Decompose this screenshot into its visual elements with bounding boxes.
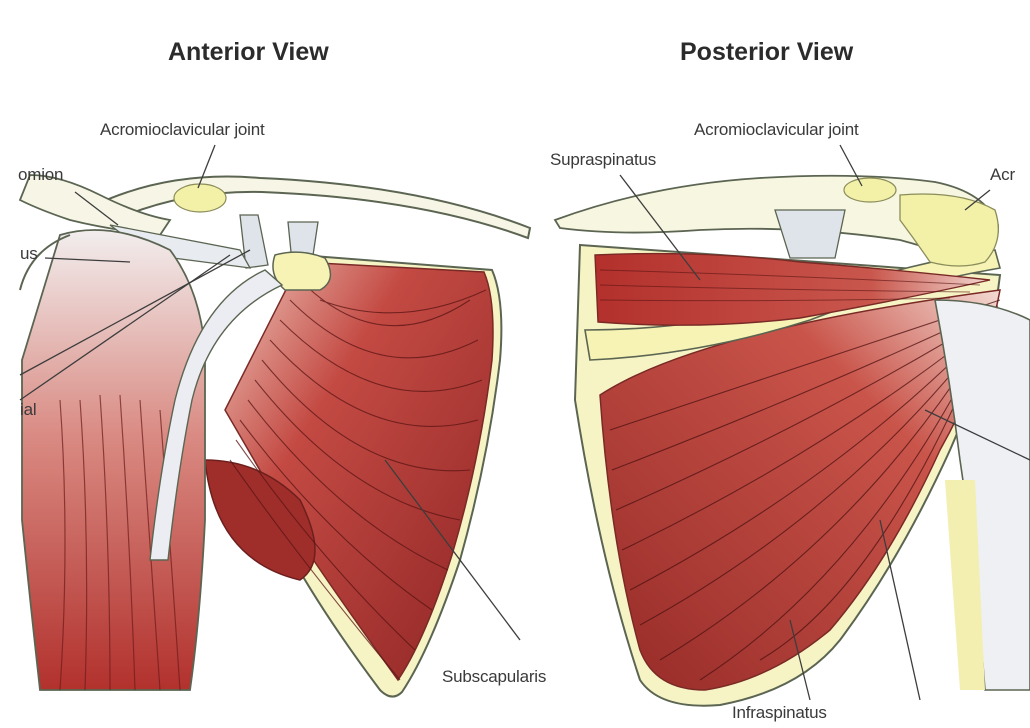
anterior-view	[20, 145, 530, 697]
anterior-ial-label: ial	[20, 400, 36, 420]
posterior-ligaments	[775, 210, 845, 258]
posterior-acromion-label: Acr	[990, 165, 1015, 185]
anterior-ac-joint	[174, 184, 226, 212]
infraspinatus-label: Infraspinatus	[732, 703, 827, 723]
posterior-acromioclavicular-label: Acromioclavicular joint	[694, 120, 859, 140]
supraspinatus-label: Supraspinatus	[550, 150, 656, 170]
posterior-view-title: Posterior View	[680, 38, 853, 67]
subscapularis-label: Subscapularis	[442, 667, 546, 687]
anterior-view-title: Anterior View	[168, 38, 329, 67]
posterior-view	[555, 145, 1030, 706]
anterior-acromion-label: omion	[18, 165, 63, 185]
anterior-us-label: us	[20, 244, 38, 264]
anterior-acromioclavicular-label: Acromioclavicular joint	[100, 120, 265, 140]
posterior-ac-joint	[844, 178, 896, 202]
posterior-acromion	[900, 194, 998, 266]
